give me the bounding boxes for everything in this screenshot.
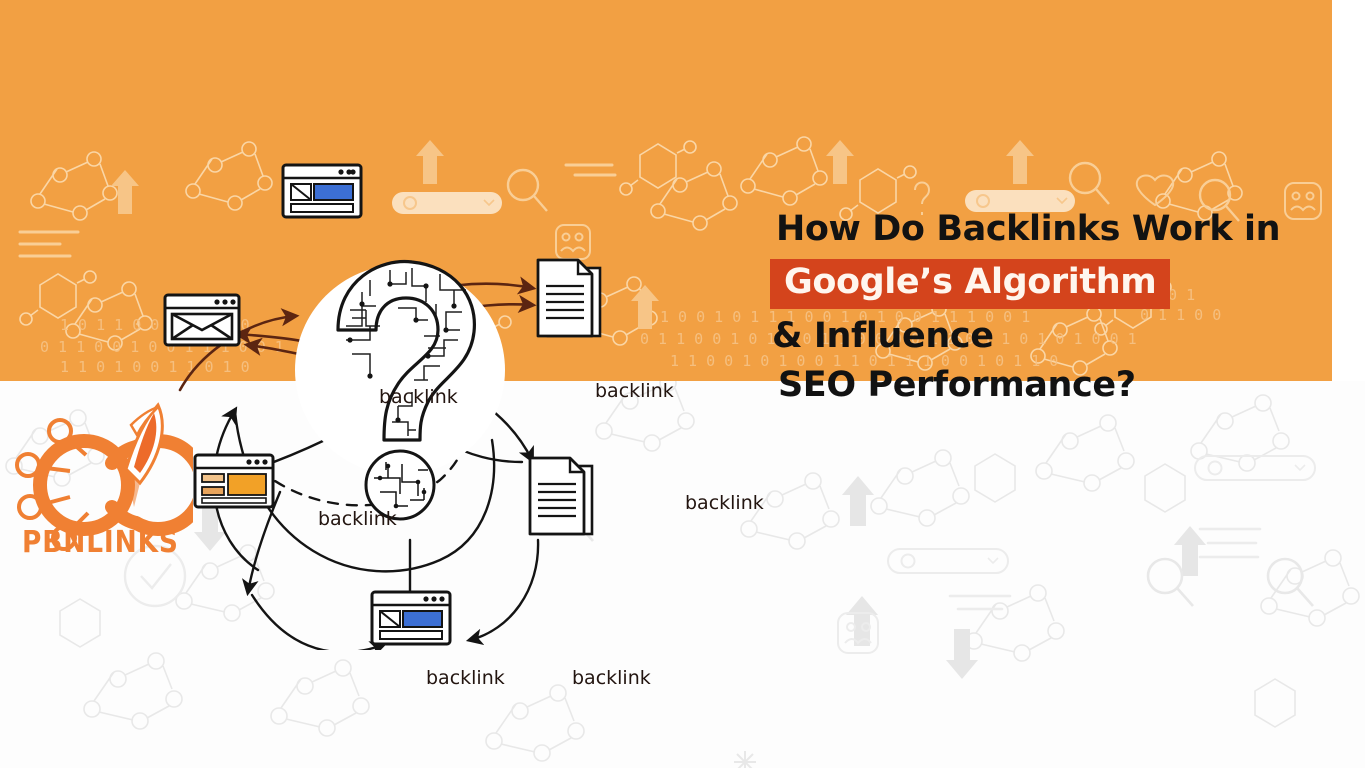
headline-line-1: How Do Backlinks Work in <box>776 209 1281 249</box>
browser-window-icon-orange <box>193 453 275 509</box>
browser-window-icon-bottom <box>370 590 452 646</box>
backlink-label-left: backlink <box>318 508 397 530</box>
browser-window-icon-top <box>281 163 363 219</box>
pbnlinks-logo <box>8 395 210 580</box>
backlink-label-top-right: backlink <box>595 380 674 402</box>
headline-block: How Do Backlinks Work in Google’s Algori… <box>770 212 1330 403</box>
backlink-label-top-left: backlink <box>379 386 458 408</box>
logo-rocket-icon <box>124 402 164 507</box>
headline-line-3: & Influence <box>772 316 994 356</box>
white-lower-area <box>0 381 1365 768</box>
headline-highlight-wrap: Google’s Algorithm <box>770 259 1330 309</box>
document-stack-icon-bottom <box>528 456 594 536</box>
backlink-label-bottom-right: backlink <box>572 667 651 689</box>
backlink-diagram-svg <box>163 163 602 658</box>
logo-mark-svg <box>15 402 210 551</box>
logo-wordmark: PBNLINKS <box>22 525 179 560</box>
document-stack-icon-top <box>536 258 602 338</box>
logo-interlocking-rings <box>33 434 210 536</box>
circuit-question-mark-icon <box>336 259 476 442</box>
headline-line-4: SEO Performance? <box>778 365 1136 405</box>
browser-mail-icon <box>163 293 241 347</box>
headline-highlight: Google’s Algorithm <box>770 259 1171 309</box>
orange-band-right-gutter <box>1332 0 1365 381</box>
backlink-label-bottom-left: backlink <box>426 667 505 689</box>
backlink-label-right: backlink <box>685 492 764 514</box>
backlink-network-diagram: backlink backlink backlink backlink back… <box>140 140 764 689</box>
circuit-circle-icon <box>364 449 436 521</box>
